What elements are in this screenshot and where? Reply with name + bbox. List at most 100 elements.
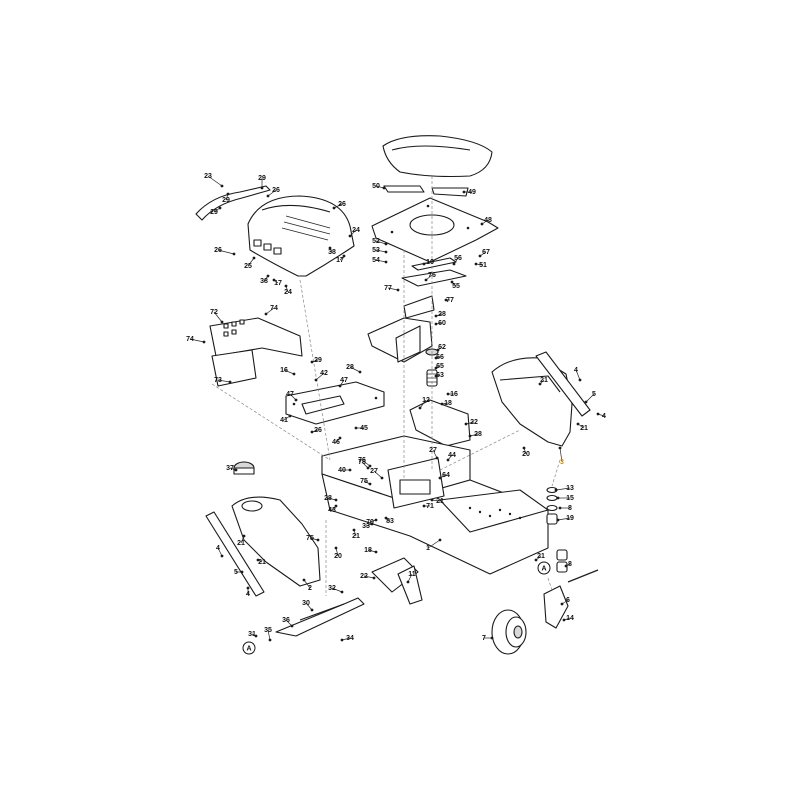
callout-label-21: 21 (540, 377, 548, 384)
callout-leader-line (373, 470, 383, 479)
callout-target-dot (522, 446, 526, 450)
view-marker-a-right: A (537, 561, 551, 575)
callout-target-dot (332, 206, 336, 210)
callout-target-dot (440, 402, 444, 406)
callout-target-dot (316, 538, 320, 542)
callout-target-dot (430, 498, 434, 502)
callout-label-52: 52 (372, 238, 380, 245)
callout-label-2: 2 (308, 585, 312, 592)
callout-label-65: 65 (436, 363, 444, 370)
callout-label-4: 4 (246, 591, 250, 598)
callout-label-8: 8 (568, 505, 572, 512)
callout-target-dot (314, 378, 318, 382)
callout-label-24: 24 (352, 227, 360, 234)
callout-label-33: 33 (362, 523, 370, 530)
callout-label-17: 17 (274, 280, 282, 287)
seat-bracket-plates (383, 185, 469, 197)
front-wheel (491, 609, 527, 655)
callout-leader-line (375, 240, 387, 245)
step-plate (275, 597, 365, 637)
callout-leader-line (213, 311, 223, 323)
callout-label-8: 8 (568, 561, 572, 568)
callout-target-dot (584, 400, 588, 404)
callout-leader-line (349, 229, 357, 237)
callout-label-28: 28 (346, 364, 354, 371)
callout-target-dot (372, 576, 376, 580)
callout-label-75: 75 (360, 478, 368, 485)
callout-target-dot (480, 222, 484, 226)
callout-label-32: 32 (328, 585, 336, 592)
callout-label-22: 22 (470, 419, 478, 426)
callout-label-16: 16 (426, 259, 434, 266)
callout-target-dot (396, 288, 400, 292)
callout-leader-line (247, 257, 255, 267)
callout-label-19: 19 (566, 515, 574, 522)
callout-label-77: 77 (384, 285, 392, 292)
callout-leader-line (349, 366, 361, 373)
callout-label-56: 56 (454, 255, 462, 262)
callout-target-dot (374, 550, 378, 554)
callout-target-dot (434, 322, 438, 326)
callout-target-dot (220, 554, 224, 558)
callout-target-dot (240, 570, 244, 574)
view-marker-label: A (246, 646, 251, 653)
callout-label-31: 31 (248, 631, 256, 638)
heat-shield (209, 317, 303, 387)
callout-leader-line (207, 175, 223, 187)
callout-target-dot (294, 398, 298, 402)
callout-label-26: 26 (338, 201, 346, 208)
callout-label-47: 47 (286, 391, 294, 398)
callout-label-67: 67 (482, 249, 490, 256)
callout-label-43: 43 (328, 507, 336, 514)
callout-target-dot (234, 468, 238, 472)
callout-leader-line (265, 307, 275, 315)
callout-label-51: 51 (479, 262, 487, 269)
callout-label-66: 66 (436, 354, 444, 361)
callout-target-dot (434, 366, 438, 370)
callout-target-dot (340, 638, 344, 642)
callout-label-75: 75 (306, 535, 314, 542)
callout-label-3: 3 (560, 459, 564, 466)
callout-target-dot (348, 234, 352, 238)
callout-target-dot (328, 246, 332, 250)
callout-leader-line (217, 249, 235, 255)
callout-label-38: 38 (260, 278, 268, 285)
callout-target-dot (226, 192, 230, 196)
callout-label-40: 40 (338, 467, 346, 474)
callout-target-dot (334, 546, 338, 550)
callout-label-37: 37 (226, 465, 234, 472)
callout-target-dot (266, 194, 270, 198)
callout-target-dot (462, 190, 466, 194)
callout-label-18: 18 (444, 400, 452, 407)
callout-leader-line (315, 372, 325, 381)
callout-label-4: 4 (602, 413, 606, 420)
callout-leader-line (217, 379, 231, 383)
callout-target-dot (406, 580, 410, 584)
callout-target-dot (366, 466, 370, 470)
callout-label-16: 16 (450, 391, 458, 398)
callout-target-dot (338, 436, 342, 440)
callout-leader-line (585, 393, 595, 403)
callout-label-46: 46 (332, 439, 340, 446)
callout-target-dot (260, 186, 264, 190)
callout-target-dot (576, 422, 580, 426)
callout-target-dot (434, 356, 438, 360)
callout-label-20: 20 (522, 451, 530, 458)
callout-target-dot (490, 636, 494, 640)
callout-label-18: 18 (364, 547, 372, 554)
callout-label-27: 27 (429, 447, 437, 454)
callout-label-45: 45 (360, 425, 368, 432)
callout-target-dot (202, 340, 206, 344)
callout-target-dot (438, 538, 442, 542)
callout-target-dot (354, 426, 358, 430)
callout-label-36: 36 (282, 617, 290, 624)
callout-leader-line (189, 338, 205, 343)
callout-leader-line (375, 249, 387, 253)
callout-target-dot (292, 372, 296, 376)
callout-target-dot (382, 186, 386, 190)
callout-label-5: 5 (592, 391, 596, 398)
callout-target-dot (468, 434, 472, 438)
callout-label-17: 17 (336, 257, 344, 264)
callout-target-dot (435, 456, 439, 460)
callout-label-44: 44 (448, 452, 456, 459)
